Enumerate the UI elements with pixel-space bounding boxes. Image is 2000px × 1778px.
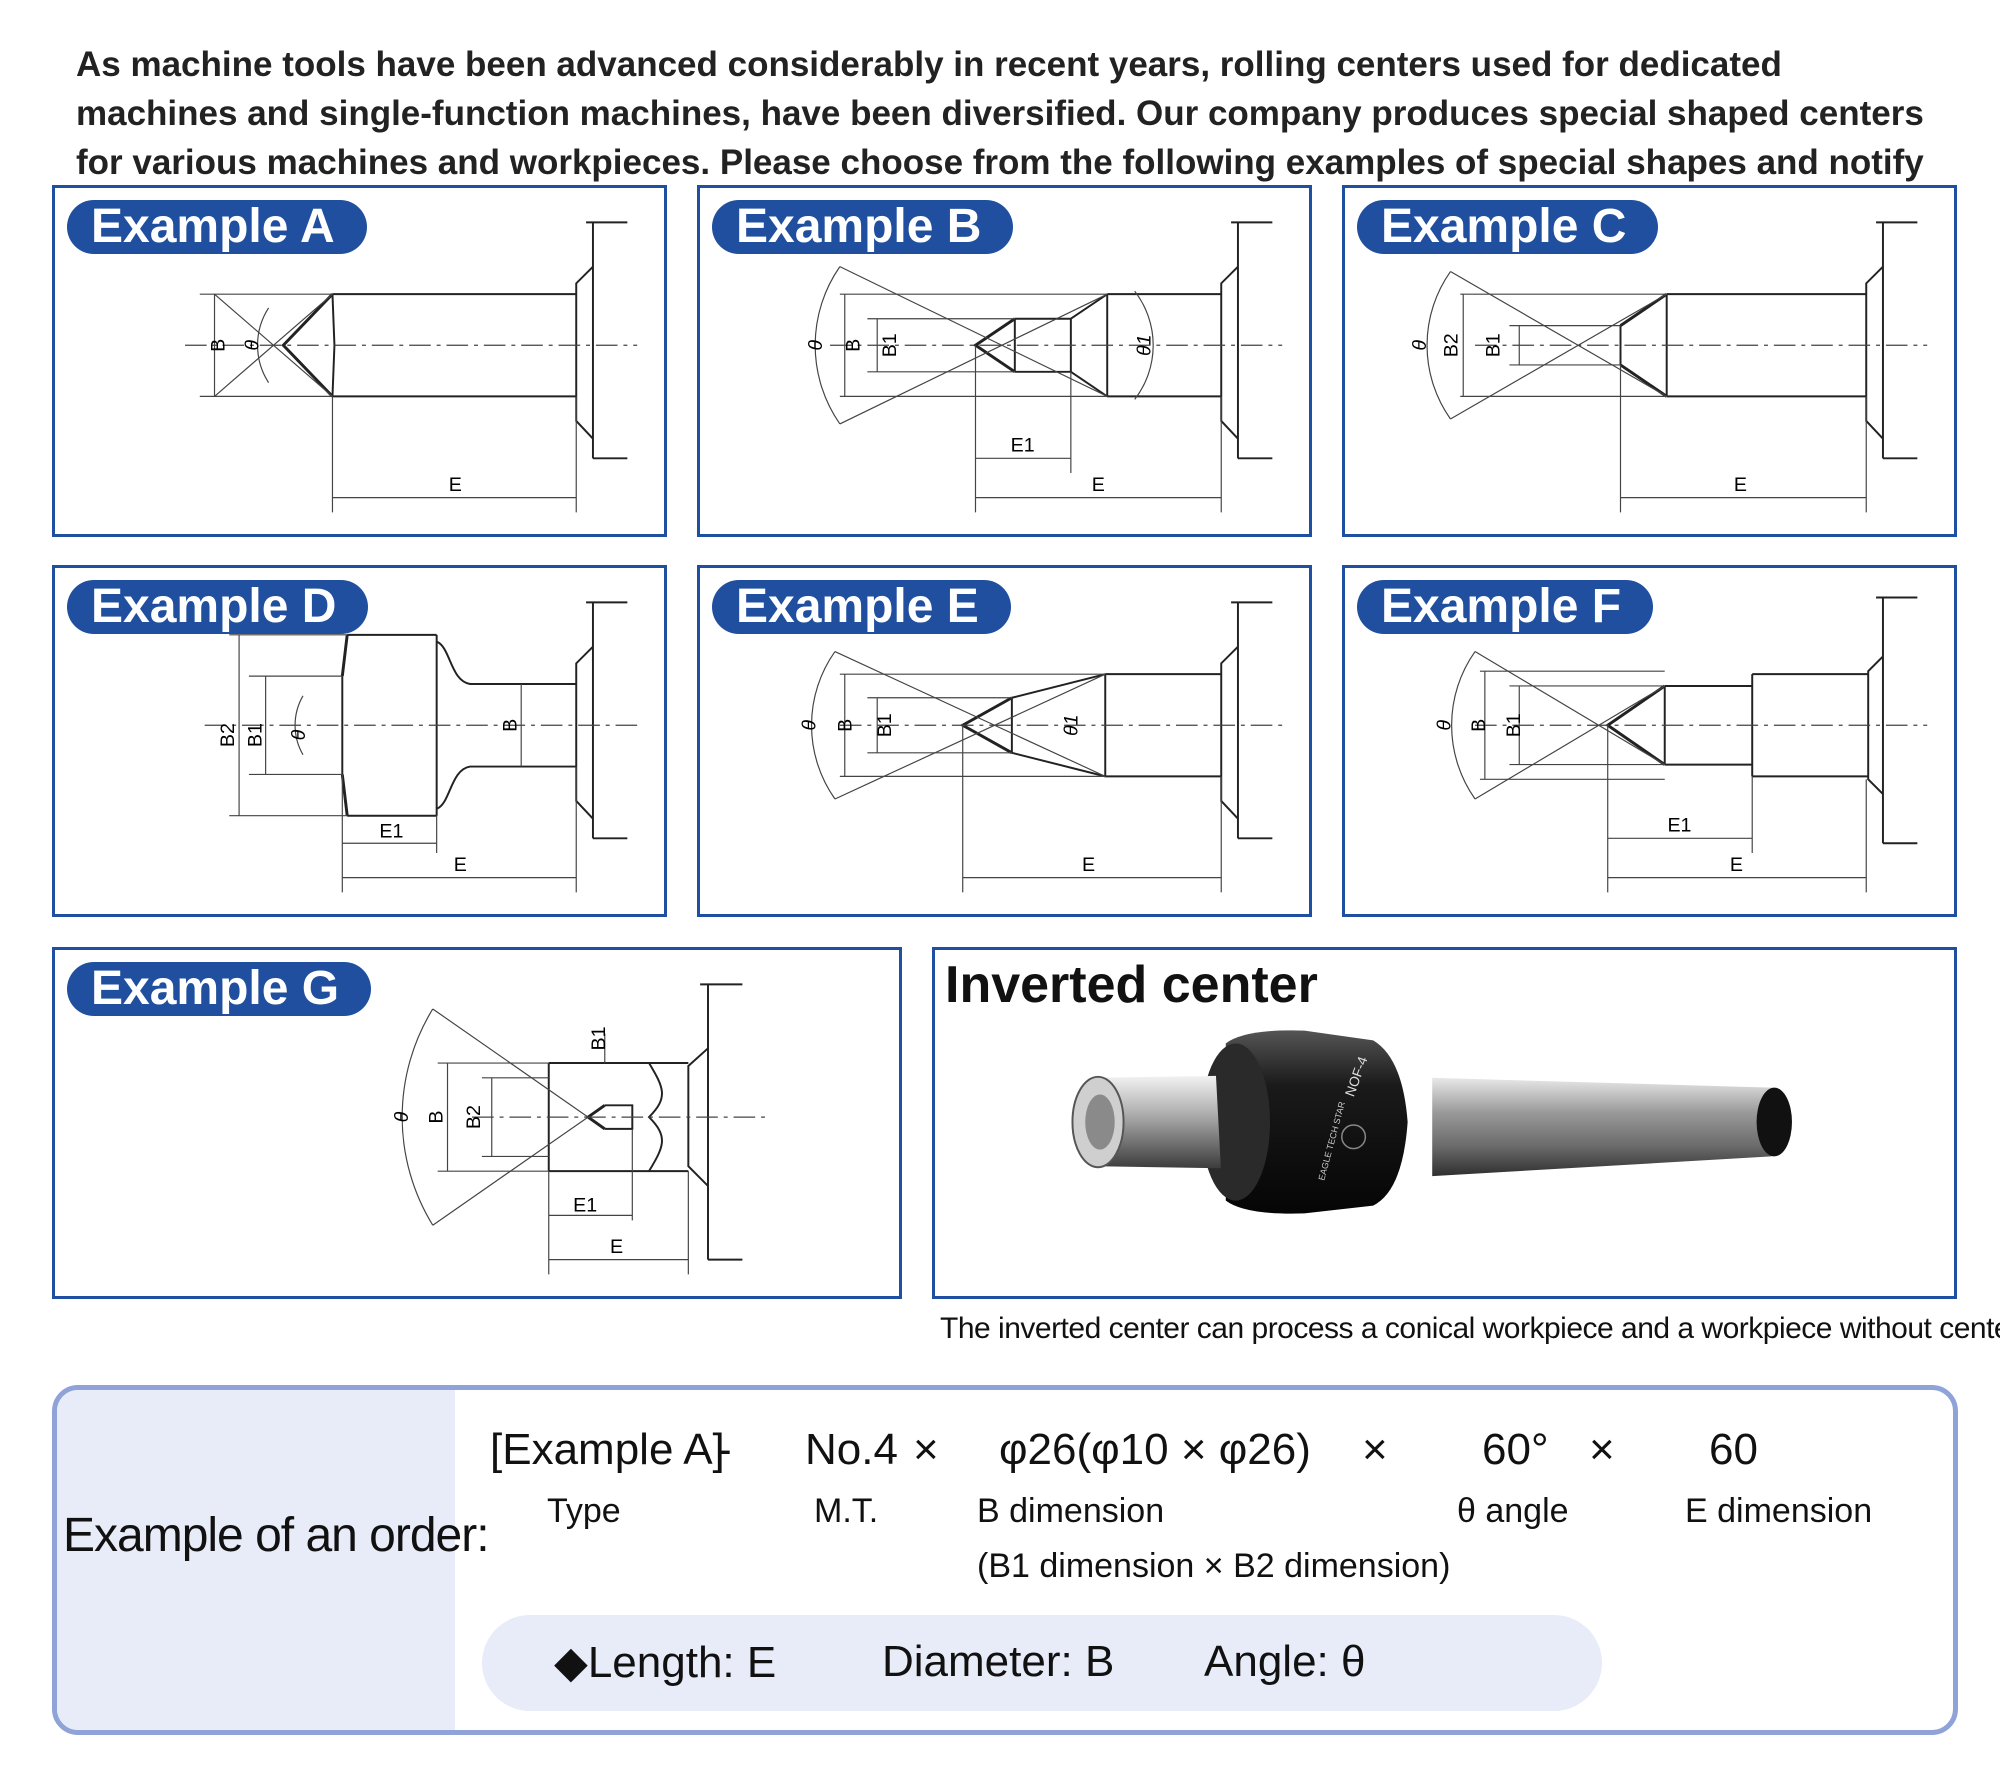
- token-type: [Example A]: [490, 1425, 725, 1474]
- example-e-title: Example E: [712, 580, 1011, 634]
- example-a-title: Example A: [67, 200, 367, 254]
- inverted-center-caption: The inverted center can process a conica…: [940, 1312, 2000, 1345]
- label-b: B: [835, 719, 857, 732]
- drawing-example-d: B2 B1 θ B E1 E: [204, 601, 638, 893]
- label-e1: E1: [1667, 814, 1691, 836]
- token-angle: 60°: [1482, 1425, 1549, 1474]
- label-theta: θ: [1409, 340, 1431, 351]
- drawing-example-b: θ B B1 θ1 E1 E: [805, 221, 1283, 513]
- label-b: B: [426, 1111, 448, 1124]
- panel-example-g: B1 θ B B2 E1 E Example G: [52, 947, 902, 1299]
- panel-example-c: θ B2 B1 E Example C: [1342, 185, 1957, 537]
- label-b1: B1: [245, 723, 267, 747]
- label-theta: θ: [288, 729, 310, 740]
- token-times-3: ×: [1589, 1425, 1615, 1474]
- panel-example-d: B2 B1 θ B E1 E Example D: [52, 565, 667, 917]
- drawing-example-f: θ B B1 E1 E: [1433, 596, 1928, 893]
- legend-angle: Angle: θ: [1204, 1637, 1366, 1686]
- label-e1: E1: [379, 820, 403, 842]
- photo-logo: [1341, 1124, 1367, 1150]
- label-e: E: [1082, 854, 1095, 876]
- token-e-dimension: 60: [1709, 1425, 1758, 1474]
- label-b1: B1: [879, 333, 901, 357]
- label-b2: B2: [463, 1105, 485, 1129]
- label-theta: θ: [798, 720, 820, 731]
- label-b2: B2: [1440, 333, 1462, 357]
- label-b: B: [843, 339, 865, 352]
- panel-example-b: θ B B1 θ1 E1 E Example B: [697, 185, 1312, 537]
- label-e: E: [454, 854, 467, 876]
- order-example-box: Example of an order: [Example A] - No.4 …: [52, 1385, 1958, 1735]
- inverted-center-photo: NOF-4 EAGLE TECH STAR: [1071, 1030, 1792, 1214]
- caption-angle: θ angle: [1457, 1492, 1569, 1530]
- label-b2: B2: [217, 723, 239, 747]
- drawing-example-g: B1 θ B B2 E1 E: [391, 983, 767, 1275]
- example-g-title: Example G: [67, 962, 372, 1016]
- label-e1: E1: [1011, 434, 1035, 456]
- order-label: Example of an order:: [63, 1509, 490, 1562]
- label-b1: B1: [1503, 713, 1525, 737]
- drawing-example-c: θ B2 B1 E: [1409, 221, 1928, 513]
- panel-example-e: θ B B1 θ1 E Example E: [697, 565, 1312, 917]
- label-e: E: [1730, 854, 1743, 876]
- label-theta1: θ1: [1133, 334, 1155, 356]
- label-theta: θ: [242, 340, 264, 351]
- label-theta1: θ1: [1061, 714, 1083, 736]
- token-b-dimension: φ26(φ10 × φ26): [999, 1425, 1311, 1474]
- token-mt: No.4: [805, 1425, 898, 1474]
- caption-b-dimension: B dimension: [977, 1492, 1165, 1530]
- label-theta: θ: [805, 340, 827, 351]
- label-b: B: [207, 339, 229, 352]
- caption-e-dimension: E dimension: [1685, 1492, 1873, 1530]
- label-theta: θ: [391, 1111, 413, 1122]
- drawing-example-e: θ B B1 θ1 E: [798, 601, 1283, 893]
- label-b1: B1: [588, 1026, 610, 1050]
- example-b-title: Example B: [712, 200, 1014, 254]
- label-e: E: [1734, 474, 1747, 496]
- label-e: E: [610, 1236, 623, 1258]
- label-e: E: [1092, 474, 1105, 496]
- label-e1: E1: [573, 1194, 597, 1216]
- label-b1: B1: [874, 713, 896, 737]
- panel-example-f: θ B B1 E1 E Example F: [1342, 565, 1957, 917]
- token-times-1: ×: [913, 1425, 939, 1474]
- label-b1: B1: [1483, 333, 1505, 357]
- dimension-legend: ◆Length: E Diameter: B Angle: θ: [482, 1615, 1602, 1711]
- token-dash: -: [717, 1425, 732, 1474]
- example-d-title: Example D: [67, 580, 369, 634]
- panel-inverted-center: NOF-4 EAGLE TECH STAR Inverted center: [932, 947, 1957, 1299]
- example-f-title: Example F: [1357, 580, 1654, 634]
- panel-example-a: B θ E Example A: [52, 185, 667, 537]
- inverted-center-title: Inverted center: [945, 956, 1318, 1014]
- label-b: B: [499, 719, 521, 732]
- caption-mt: M.T.: [814, 1492, 879, 1530]
- label-theta: θ: [1433, 720, 1455, 731]
- caption-type: Type: [547, 1492, 621, 1530]
- drawing-example-a: B θ E: [185, 221, 638, 513]
- legend-length: ◆Length: E: [554, 1638, 777, 1687]
- order-label-column: Example of an order:: [57, 1390, 490, 1730]
- legend-diameter: Diameter: B: [882, 1637, 1115, 1686]
- label-e: E: [449, 474, 462, 496]
- label-b: B: [1468, 719, 1490, 732]
- caption-b1-b2-dimension: (B1 dimension × B2 dimension): [977, 1547, 1451, 1585]
- token-times-2: ×: [1362, 1425, 1388, 1474]
- example-c-title: Example C: [1357, 200, 1659, 254]
